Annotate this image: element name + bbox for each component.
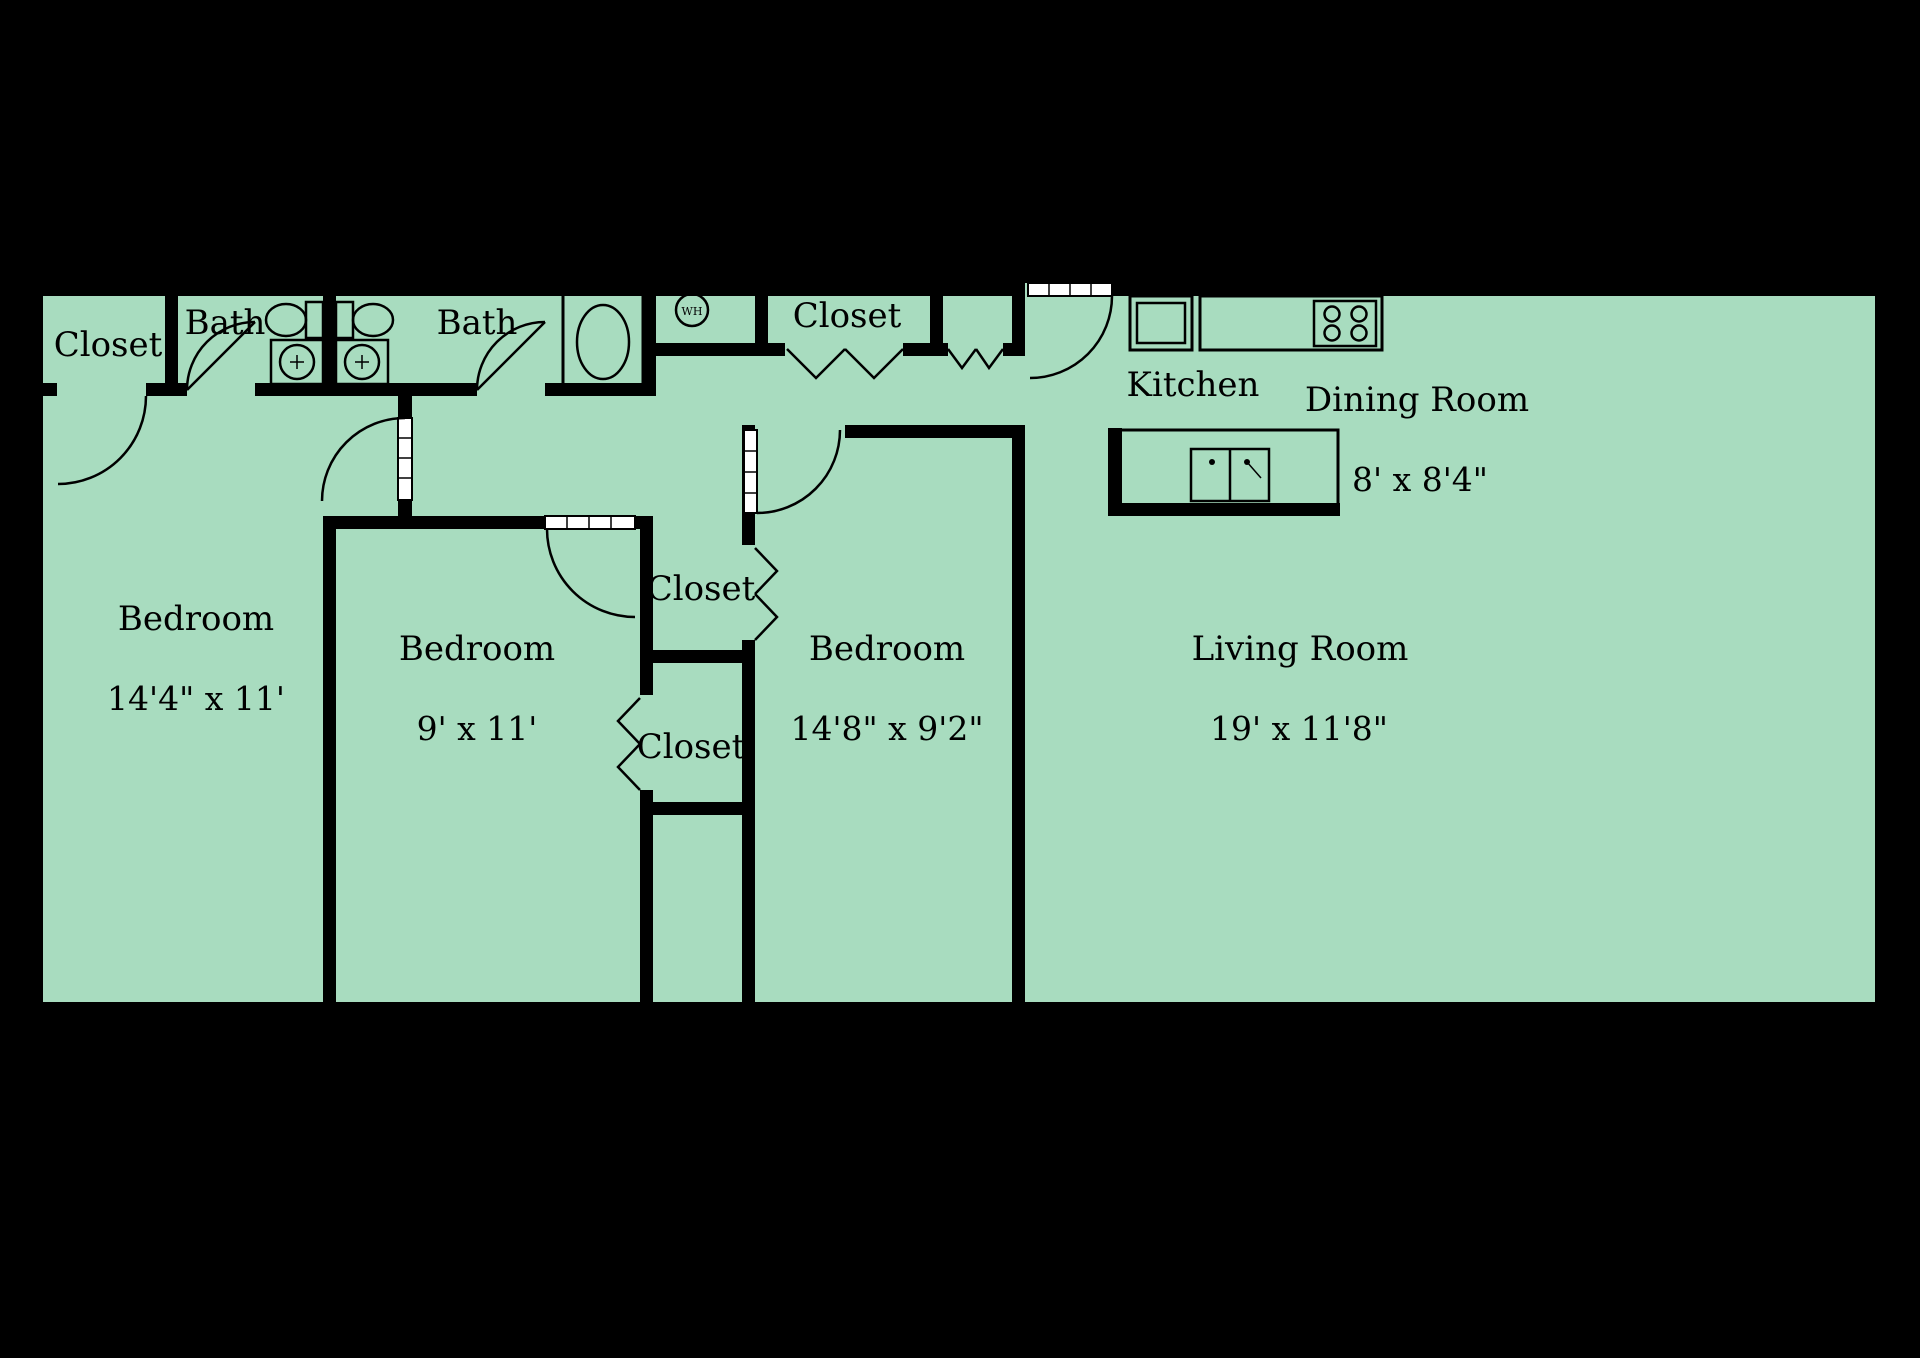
dining-room-label: Dining Room bbox=[1305, 380, 1529, 420]
living-room-label: Living Room bbox=[1192, 629, 1409, 669]
doors bbox=[57, 282, 1114, 619]
closet-upper-bifold-icon bbox=[754, 547, 779, 641]
kitchen-sink-icon bbox=[1128, 294, 1194, 352]
fixtures: WH bbox=[264, 290, 1384, 512]
closet-lower-bifold-icon bbox=[616, 697, 641, 791]
bedroom-left-label: Bedroom bbox=[118, 599, 274, 639]
bathtub-icon bbox=[561, 290, 645, 394]
bath2-label: Bath bbox=[437, 303, 518, 343]
toilet-icon bbox=[334, 300, 395, 340]
living-room-dimensions: 19' x 11'8" bbox=[1210, 709, 1388, 748]
stove-icon bbox=[1312, 299, 1378, 348]
bifold-doors bbox=[616, 348, 1005, 791]
closet-hall-bifold-icon bbox=[786, 348, 904, 380]
bath1-label: Bath bbox=[185, 303, 266, 343]
bedroom-right-door bbox=[743, 429, 842, 515]
labels: Closet Bath Bath Closet Kitchen Dining R… bbox=[54, 296, 1529, 767]
kitchen-island bbox=[1108, 428, 1340, 512]
closet-top-left-door-swing bbox=[57, 395, 148, 486]
closet-upper-label: Closet bbox=[647, 569, 756, 609]
kitchen-label: Kitchen bbox=[1127, 365, 1260, 405]
closet-hall-label: Closet bbox=[793, 296, 902, 336]
vanity-sink-icon bbox=[269, 338, 325, 386]
kitchen-counter bbox=[1198, 294, 1384, 352]
unit-floor bbox=[30, 283, 1888, 1015]
toilet-icon bbox=[264, 300, 325, 340]
bedroom-right-dimensions: 14'8" x 9'2" bbox=[790, 709, 983, 748]
bedroom-middle-label: Bedroom bbox=[399, 629, 555, 669]
dining-room-dimensions: 8' x 8'4" bbox=[1352, 460, 1488, 499]
bedroom-right-label: Bedroom bbox=[809, 629, 965, 669]
entry-door bbox=[1027, 282, 1114, 380]
bedroom-left-door bbox=[320, 416, 413, 502]
vanity-sink-icon bbox=[334, 338, 390, 386]
closet-lower-label: Closet bbox=[637, 727, 746, 767]
bedroom-middle-dimensions: 9' x 11' bbox=[417, 709, 538, 748]
bath1-door-swing bbox=[185, 320, 256, 391]
island-sink-icon bbox=[1189, 447, 1271, 503]
water-heater-icon: WH bbox=[674, 292, 710, 328]
pantry-bifold-icon bbox=[946, 348, 1005, 371]
water-heater-label: WH bbox=[682, 305, 703, 318]
walls bbox=[30, 283, 1888, 1015]
bedroom-middle-door bbox=[544, 515, 636, 619]
bedroom-left-dimensions: 14'4" x 11' bbox=[107, 679, 285, 718]
closet-top-left-label: Closet bbox=[54, 325, 163, 365]
bath2-door-swing bbox=[475, 320, 546, 391]
